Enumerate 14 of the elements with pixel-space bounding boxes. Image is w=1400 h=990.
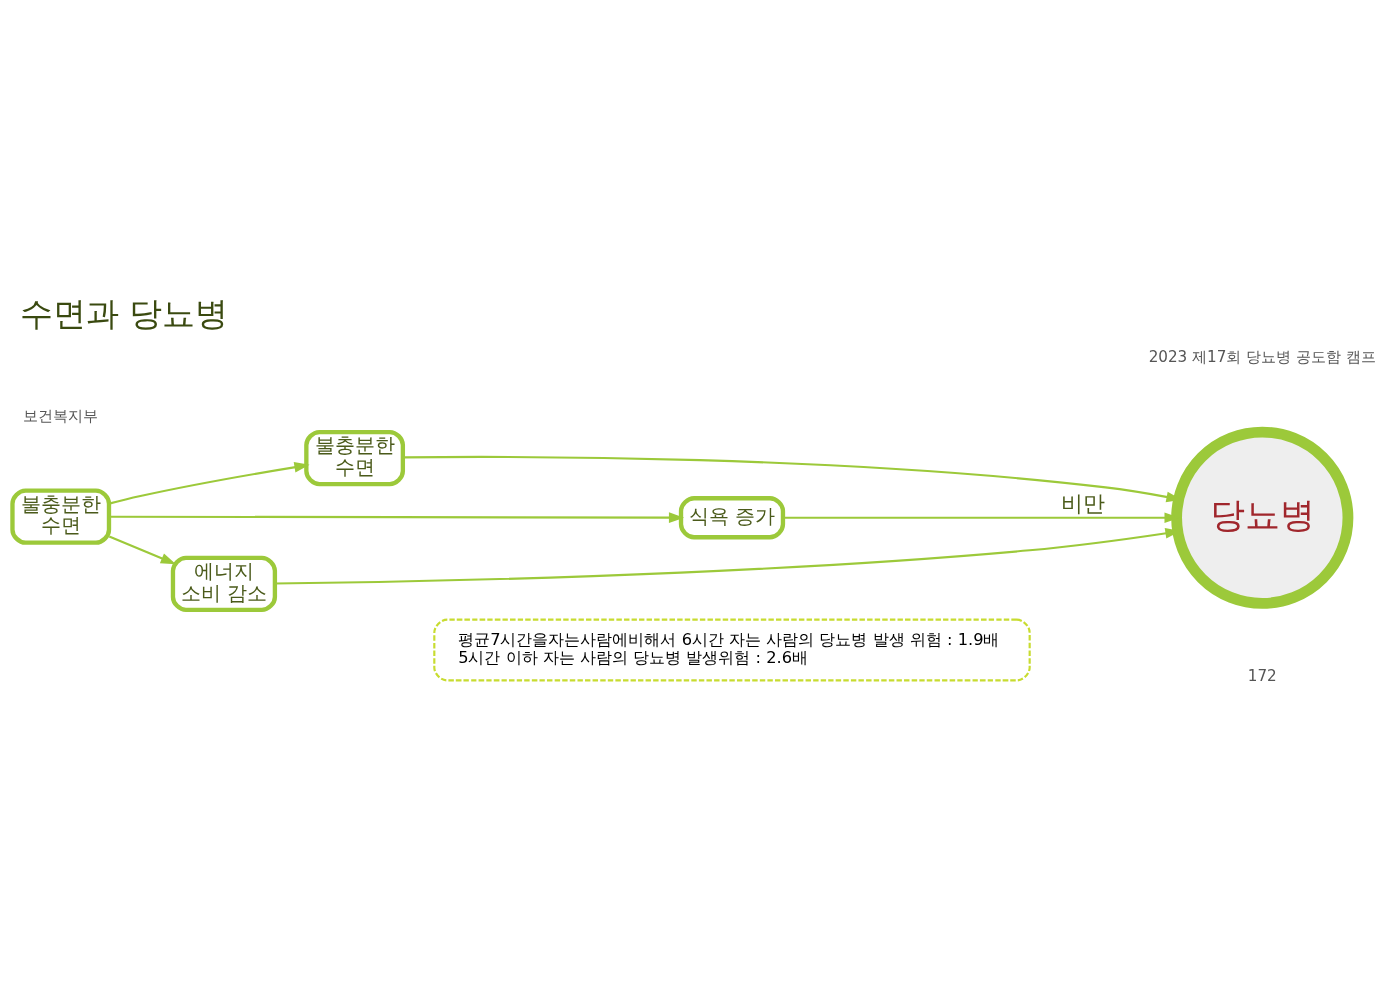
node-circle: 당뇨병: [1171, 426, 1354, 609]
label: 2023 제17회 당뇨병 공도함 캠프: [1148, 347, 1376, 366]
diagram-title: 수면과 당뇨병: [19, 294, 229, 333]
node-box: 식욕 증가: [678, 495, 786, 539]
label: 172: [1247, 666, 1277, 685]
arrow: [108, 534, 176, 564]
arrow: [109, 511, 685, 523]
node-box: 불충분한 수면: [10, 487, 112, 545]
node-box: 에너지 소비 감소: [170, 555, 278, 612]
edge-label: 비만: [1061, 490, 1106, 516]
node-box: 평균7시간을자는사람에비해서 6시간 자는 사람의 당뇨병 발생 위험 : 1.9배 5시간 이하 자는 사람의 당뇨병 발생위험 : 2.6배: [433, 618, 1031, 681]
node-box: 불충분한 수면: [304, 429, 406, 486]
arrow: [108, 461, 310, 505]
label: 보건복지부: [23, 406, 99, 425]
